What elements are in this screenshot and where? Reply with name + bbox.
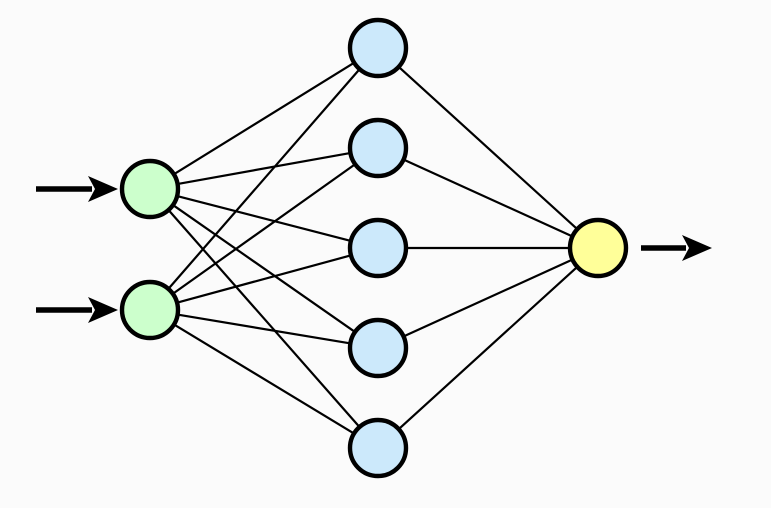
- input-arrow-1-head: [88, 176, 118, 202]
- edge-h4-o1: [401, 258, 575, 338]
- edge-i2-h4: [175, 313, 353, 345]
- node-h4-hidden[interactable]: [347, 317, 409, 379]
- edge-h2-o1: [401, 158, 575, 238]
- node-i2-input[interactable]: [119, 279, 181, 341]
- node-o1-output[interactable]: [567, 217, 629, 279]
- edge-i1-h5: [166, 208, 362, 429]
- node-i1-input[interactable]: [119, 158, 181, 220]
- output-arrow-head: [682, 235, 712, 261]
- edge-i1-h3: [175, 194, 353, 243]
- edge-i1-h4: [171, 203, 357, 334]
- nodes-group: [119, 17, 629, 479]
- edge-i2-h1: [166, 67, 362, 291]
- edge-h5-o1: [396, 265, 580, 431]
- io-arrows-group: [36, 176, 712, 323]
- edge-h1-o1: [396, 65, 580, 231]
- edge-i2-h3: [174, 253, 354, 305]
- edge-i2-h5: [172, 322, 356, 436]
- node-h3-hidden[interactable]: [347, 217, 409, 279]
- edges-group: [166, 61, 580, 436]
- input-arrow-2-head: [88, 297, 118, 323]
- edge-i2-h2: [170, 162, 358, 296]
- edge-i1-h2: [175, 151, 353, 186]
- node-h1-hidden[interactable]: [347, 17, 409, 79]
- node-h5-hidden[interactable]: [347, 417, 409, 479]
- node-h2-hidden[interactable]: [347, 117, 409, 179]
- edge-i1-h1: [171, 61, 357, 176]
